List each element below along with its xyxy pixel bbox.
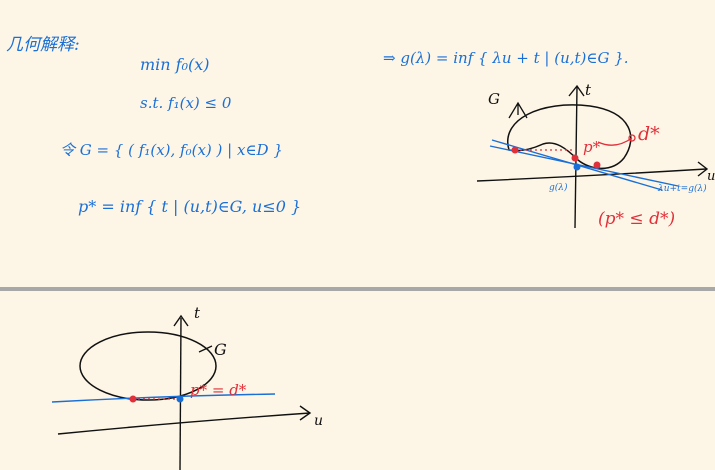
top-point-pstar [571,154,579,162]
top-set-G [507,104,632,170]
dstar-marker [628,134,636,142]
supporting-line-label: λu+t=g(λ) [657,183,707,194]
dstar-connector [597,137,633,146]
bottom-u-axis [57,412,311,435]
top-point-g [573,163,581,171]
pstar-definition-text: p* = inf { t | (u,t)∈G, u≤0 } [78,197,301,216]
bottom-t-arrowhead [173,314,189,327]
bottom-set-G [79,331,217,401]
top-u-label: u [707,169,715,184]
top-u-arrowhead [697,161,709,177]
bottom-t-label: t [194,304,201,322]
top-u-axis [476,168,707,182]
top-t-arrowhead [568,84,585,97]
top-point-left [511,146,519,154]
top-G-label: G [488,90,500,108]
supporting-line-2 [489,145,679,187]
bottom-point-axis [176,395,184,403]
set-definition-text: 令 G = { ( f₁(x), f₀(x) ) | x∈D } [60,141,283,159]
bottom-u-label: u [314,413,323,429]
heading-text: 几何解释: [6,35,80,55]
bottom-t-axis [179,317,182,470]
g-lambda-label: g(λ) [549,182,568,193]
top-G-arrow [508,101,528,119]
top-point-right [593,161,601,169]
top-pstar-label: p* [583,138,601,156]
panel-divider [0,287,715,291]
bottom-u-arrowhead [299,405,312,421]
dual-function-text: ⇒ g(λ) = inf { λu + t | (u,t)∈G }. [383,49,629,67]
bottom-equality-label: p* = d* [190,381,247,399]
top-t-label: t [585,81,592,99]
bottom-supporting-line [51,393,276,403]
inequality-label: (p* ≤ d*) [598,209,675,229]
objective-text: min f₀(x) [140,55,210,74]
top-graph: t u G p* d* g(λ) λu+t=g(λ) (p* ≤ d*) [476,81,715,229]
bottom-point-contact [129,395,137,403]
bottom-G-leader [198,345,213,353]
top-dstar-label: d* [638,123,660,145]
constraint-text: s.t. f₁(x) ≤ 0 [140,94,232,112]
bottom-graph: t u G p* = d* [51,304,323,470]
bottom-G-label: G [214,340,227,359]
